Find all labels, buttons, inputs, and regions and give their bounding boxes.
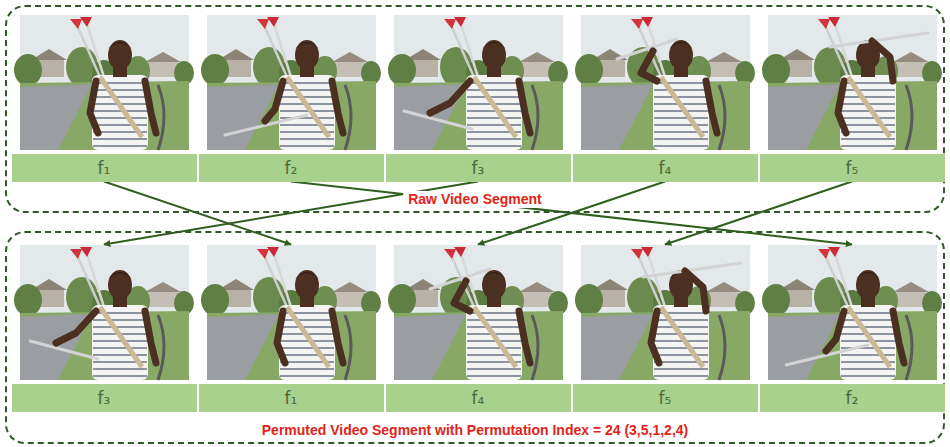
segment-caption: Permuted Video Segment with Permutation … bbox=[257, 422, 693, 439]
frame-label: f₂ bbox=[285, 158, 298, 178]
illustration-part bbox=[201, 245, 381, 380]
permutation-arrow bbox=[665, 182, 852, 245]
permutation-arrow bbox=[104, 182, 291, 245]
illustration-part bbox=[404, 81, 530, 133]
raw-frame bbox=[575, 15, 755, 150]
frame-column: f₂ bbox=[199, 15, 384, 182]
frame-band: f₄ bbox=[573, 154, 758, 182]
illustration-part bbox=[388, 245, 568, 380]
illustration-part bbox=[225, 81, 343, 135]
frame-column: f₄ bbox=[573, 15, 758, 182]
frame-band: f₃ bbox=[12, 384, 197, 412]
frame-band: f₁ bbox=[199, 384, 384, 412]
illustration-part bbox=[786, 311, 904, 365]
segment-group: Permuted Video Segment with Permutation … bbox=[5, 231, 945, 444]
segment-group: Raw Video Segment f₁ f₂ f₃ f₄ f₅ bbox=[5, 5, 945, 213]
frame-column: f₃ bbox=[12, 245, 197, 412]
frame-label: f₃ bbox=[98, 388, 111, 408]
illustration-part bbox=[762, 15, 942, 150]
illustration-part bbox=[830, 33, 928, 133]
frame-column: f₄ bbox=[386, 245, 571, 412]
frame-label: f₁ bbox=[285, 388, 298, 408]
frame-band: f₄ bbox=[386, 384, 571, 412]
frame-band: f₅ bbox=[760, 154, 945, 182]
illustration-part bbox=[643, 263, 741, 363]
illustration-part bbox=[90, 81, 156, 133]
permuted-frame bbox=[575, 245, 755, 380]
frame-label: f₁ bbox=[98, 158, 111, 178]
raw-frame bbox=[14, 15, 194, 150]
frame-label: f₃ bbox=[472, 158, 485, 178]
frame-column: f₃ bbox=[386, 15, 571, 182]
permuted-frame bbox=[201, 245, 381, 380]
illustration-part bbox=[575, 245, 755, 380]
permuted-frame bbox=[762, 245, 942, 380]
frame-column: f₁ bbox=[199, 245, 384, 412]
raw-frame bbox=[201, 15, 381, 150]
frame-column: f₅ bbox=[760, 15, 945, 182]
frame-band: f₅ bbox=[573, 384, 758, 412]
permuted-frame bbox=[14, 245, 194, 380]
frame-band: f₃ bbox=[386, 154, 571, 182]
permuted-frame bbox=[388, 245, 568, 380]
illustration-part bbox=[201, 15, 381, 150]
illustration-part bbox=[14, 15, 194, 150]
frame-column: f₂ bbox=[760, 245, 945, 412]
raw-frame bbox=[762, 15, 942, 150]
frame-label: f₅ bbox=[659, 388, 672, 408]
frame-label: f₄ bbox=[659, 158, 672, 178]
frame-column: f₅ bbox=[573, 245, 758, 412]
frame-band: f₂ bbox=[760, 384, 945, 412]
illustration-part bbox=[575, 15, 755, 150]
frame-label: f₂ bbox=[846, 388, 859, 408]
illustration-part bbox=[277, 311, 343, 363]
frame-band: f₁ bbox=[12, 154, 197, 182]
raw-frame bbox=[388, 15, 568, 150]
illustration-part bbox=[617, 39, 717, 133]
illustration-part bbox=[14, 245, 194, 380]
segment-caption: Raw Video Segment bbox=[403, 191, 547, 208]
illustration-part bbox=[388, 15, 568, 150]
illustration-part bbox=[762, 245, 942, 380]
frame-column: f₁ bbox=[12, 15, 197, 182]
frame-label: f₅ bbox=[846, 158, 859, 178]
permutation-arrow bbox=[291, 182, 852, 245]
frame-band: f₂ bbox=[199, 154, 384, 182]
illustration-part bbox=[430, 269, 530, 363]
illustration-part bbox=[30, 311, 156, 363]
frame-label: f₄ bbox=[472, 388, 485, 408]
